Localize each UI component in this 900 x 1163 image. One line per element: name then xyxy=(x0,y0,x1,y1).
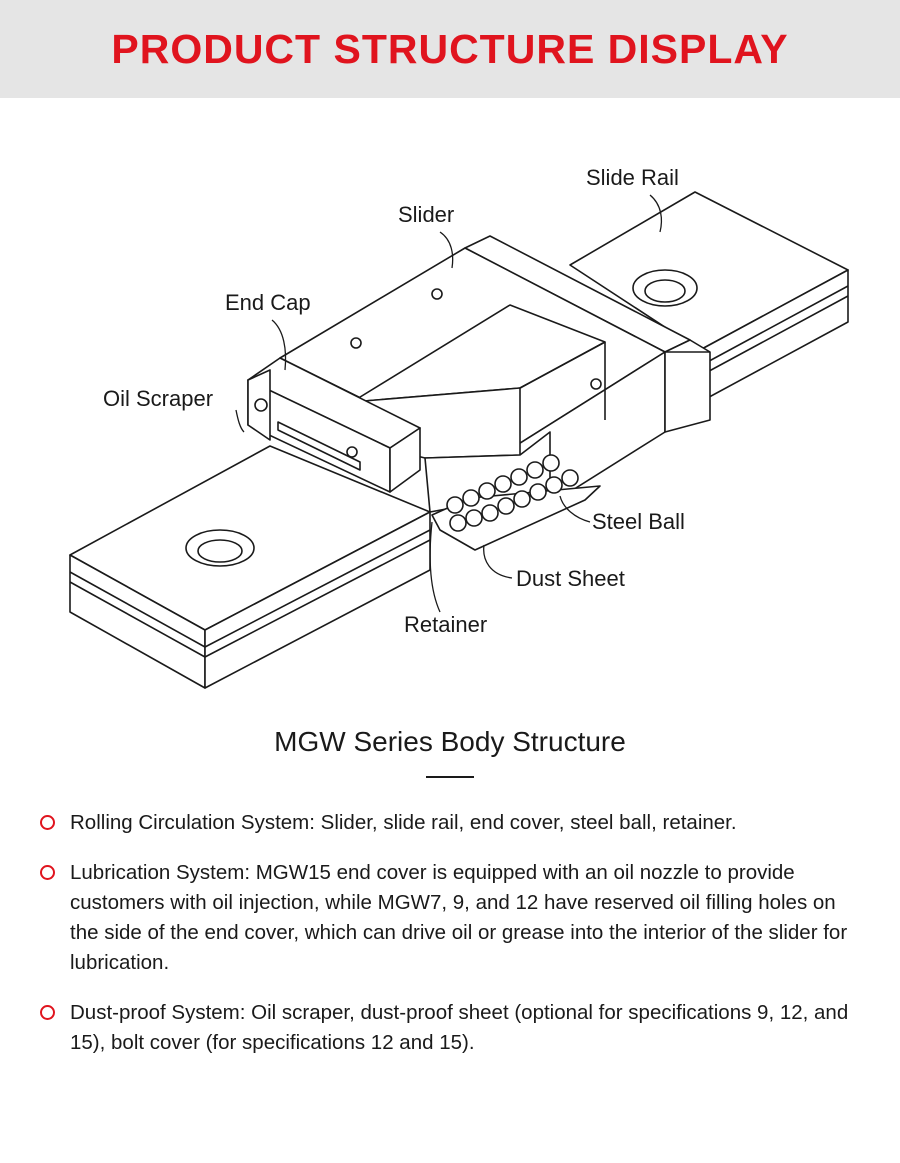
endcap-side xyxy=(389,427,421,493)
slider-end-band xyxy=(664,339,711,433)
steel-balls xyxy=(446,454,579,532)
subtitle-divider xyxy=(426,776,474,778)
leader-dust-sheet xyxy=(483,544,513,579)
label-steel-ball: Steel Ball xyxy=(592,509,685,534)
leader-steel-ball xyxy=(559,495,591,523)
feature-text: Dust-proof System: Oil scraper, dust-pro… xyxy=(70,1001,849,1054)
label-dust-sheet: Dust Sheet xyxy=(516,566,625,591)
label-slide-rail: Slide Rail xyxy=(586,165,679,190)
feature-item-lubrication: Lubrication System: MGW15 end cover is e… xyxy=(38,858,868,978)
section-subtitle: MGW Series Body Structure xyxy=(274,726,626,757)
leader-slide-rail xyxy=(649,194,663,233)
feature-list: Rolling Circulation System: Slider, slid… xyxy=(38,808,868,1078)
leader-retainer xyxy=(429,521,441,613)
circle-bullet-icon xyxy=(40,865,55,880)
page-title: PRODUCT STRUCTURE DISPLAY xyxy=(111,25,789,72)
label-end-cap: End Cap xyxy=(225,290,311,315)
linear-guide-drawing: Slide Rail Slider End Cap Oil Scraper St… xyxy=(69,165,849,689)
retainer-strip xyxy=(277,421,361,471)
leader-end-cap xyxy=(271,319,287,371)
leader-slider xyxy=(439,231,454,269)
label-oil-scraper: Oil Scraper xyxy=(103,386,213,411)
leader-oil-scraper xyxy=(235,409,245,433)
feature-text: Lubrication System: MGW15 end cover is e… xyxy=(70,861,848,974)
circle-bullet-icon xyxy=(40,1005,55,1020)
label-retainer: Retainer xyxy=(404,612,487,637)
header-banner: PRODUCT STRUCTURE DISPLAY xyxy=(0,0,900,98)
label-slider: Slider xyxy=(398,202,454,227)
feature-text: Rolling Circulation System: Slider, slid… xyxy=(70,811,737,834)
structure-diagram: Slide Rail Slider End Cap Oil Scraper St… xyxy=(0,98,900,718)
circle-bullet-icon xyxy=(40,815,55,830)
feature-item-dust-proof: Dust-proof System: Oil scraper, dust-pro… xyxy=(38,998,868,1058)
feature-item-rolling: Rolling Circulation System: Slider, slid… xyxy=(38,808,868,838)
